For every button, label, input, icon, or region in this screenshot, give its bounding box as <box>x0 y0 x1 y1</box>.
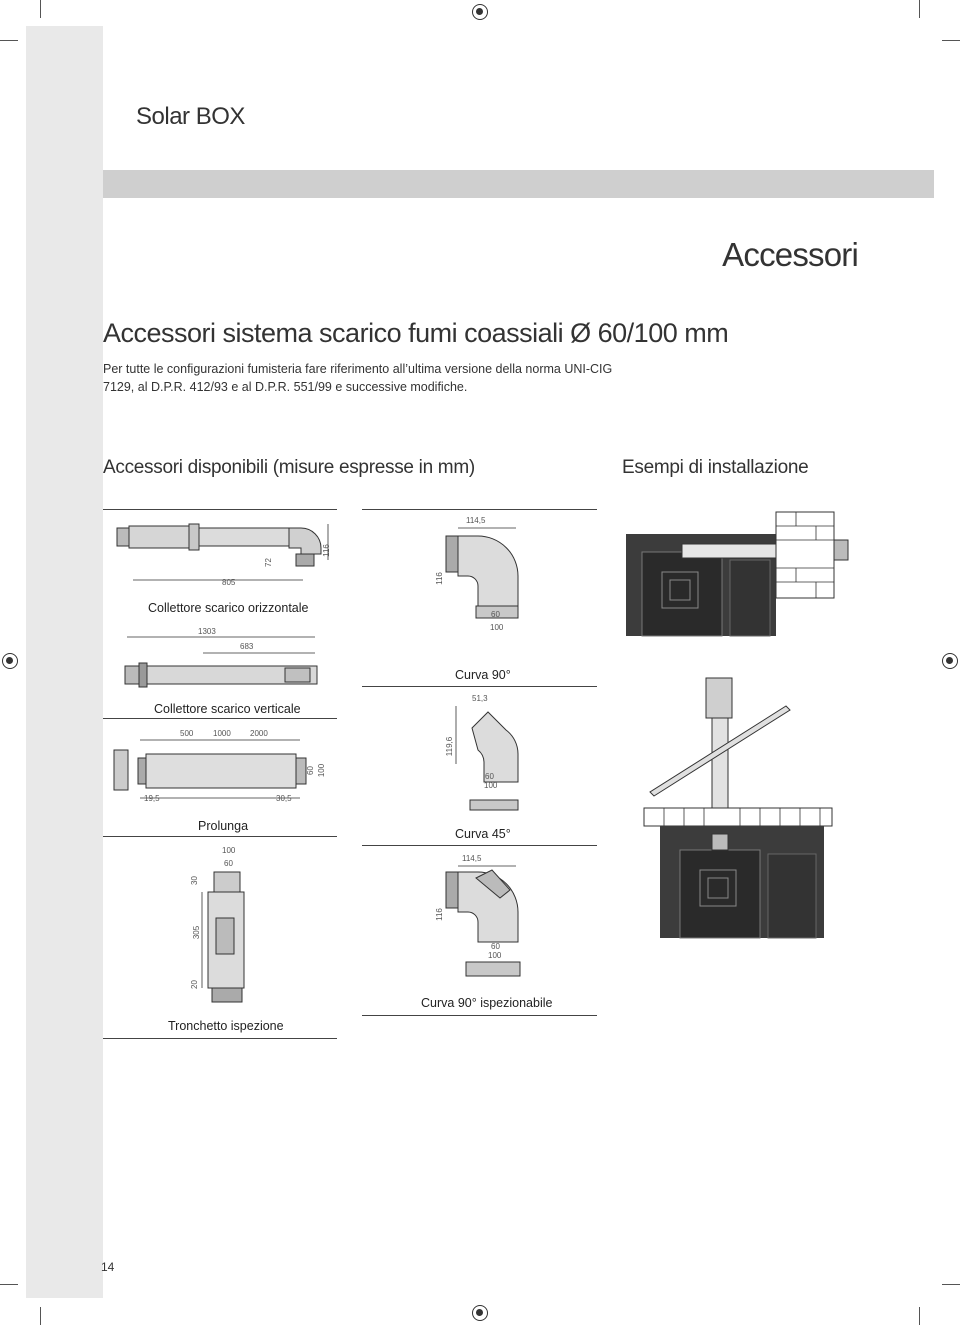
registration-mark-icon <box>472 1305 488 1321</box>
product-title: Solar BOX <box>136 103 245 130</box>
divider <box>103 718 337 719</box>
dimension-label: 114,5 <box>462 854 482 863</box>
page-number: 14 <box>101 1260 115 1274</box>
dimension-label: 1000 <box>213 729 231 738</box>
divider <box>362 686 597 687</box>
dimension-label: 116 <box>321 544 331 557</box>
dimension-label: 60 <box>485 772 494 781</box>
dimension-label: 2000 <box>250 729 268 738</box>
dimension-label: 100 <box>484 781 498 790</box>
divider <box>103 836 337 837</box>
left-margin-strip <box>26 26 103 1298</box>
dimension-label: 100 <box>222 846 236 855</box>
divider <box>362 1015 597 1016</box>
vertical-collector-drawing <box>124 636 318 688</box>
divider <box>103 509 337 510</box>
dimension-label: 100 <box>317 763 327 778</box>
crop-mark <box>919 0 920 18</box>
dimension-label: 60 <box>491 942 500 951</box>
dimension-label: 116 <box>434 908 444 921</box>
crop-mark <box>942 1284 960 1285</box>
divider <box>103 1038 337 1039</box>
dimension-label: 1303 <box>198 627 216 636</box>
examples-heading: Esempi di installazione <box>622 457 809 478</box>
header-band <box>103 170 934 198</box>
curve-90-inspectable-caption: Curva 90° ispezionabile <box>421 996 553 1010</box>
header-panel <box>103 26 934 170</box>
extension-caption: Prolunga <box>198 819 249 833</box>
registration-mark-icon <box>942 653 958 669</box>
registration-mark-icon <box>2 653 18 669</box>
crop-mark <box>0 1284 18 1285</box>
crop-mark <box>919 1307 920 1325</box>
dimension-label: 72 <box>263 558 273 567</box>
extension-drawing <box>113 739 307 799</box>
section-label: Accessori <box>722 236 859 273</box>
dimension-label: 119,6 <box>445 736 455 757</box>
registration-mark-icon <box>472 4 488 20</box>
inspection-piece-drawing <box>201 871 245 1003</box>
dimension-label: 51,3 <box>472 694 488 703</box>
dimension-label: 30,5 <box>276 794 292 803</box>
curve-90-drawing <box>445 527 519 619</box>
accessories-heading: Accessori disponibili (misure espresse i… <box>103 457 475 478</box>
curve-90-inspectable-drawing <box>445 865 521 977</box>
dimension-label: 60 <box>305 766 315 775</box>
installation-example-wall <box>626 511 849 637</box>
divider <box>362 509 597 510</box>
curve-90-caption: Curva 90° <box>455 668 511 682</box>
installation-example-roof <box>643 677 833 939</box>
crop-mark <box>942 40 960 41</box>
dimension-label: 60 <box>224 859 233 868</box>
crop-mark <box>40 0 41 18</box>
dimension-label: 500 <box>180 729 194 738</box>
dimension-label: 683 <box>240 642 254 651</box>
dimension-label: 60 <box>491 610 500 619</box>
curve-45-drawing <box>455 706 519 811</box>
dimension-label: 116 <box>434 572 444 585</box>
horizontal-collector-caption: Collettore scarico orizzontale <box>148 601 309 615</box>
divider <box>362 845 597 846</box>
dimension-label: 805 <box>222 578 236 587</box>
curve-45-caption: Curva 45° <box>455 827 511 841</box>
content-area <box>103 198 934 1298</box>
inspection-piece-caption: Tronchetto ispezione <box>168 1019 284 1033</box>
vertical-collector-caption: Collettore scarico verticale <box>154 702 301 716</box>
crop-mark <box>0 40 18 41</box>
dimension-label: 100 <box>490 623 504 632</box>
dimension-label: 19,5 <box>144 794 160 803</box>
horizontal-collector-drawing <box>116 523 329 581</box>
crop-mark <box>40 1307 41 1325</box>
dimension-label: 100 <box>488 951 502 960</box>
intro-paragraph: Per tutte le configurazioni fumisteria f… <box>103 362 613 394</box>
page-title: Accessori sistema scarico fumi coassiali… <box>103 318 729 348</box>
dimension-label: 114,5 <box>466 516 486 525</box>
